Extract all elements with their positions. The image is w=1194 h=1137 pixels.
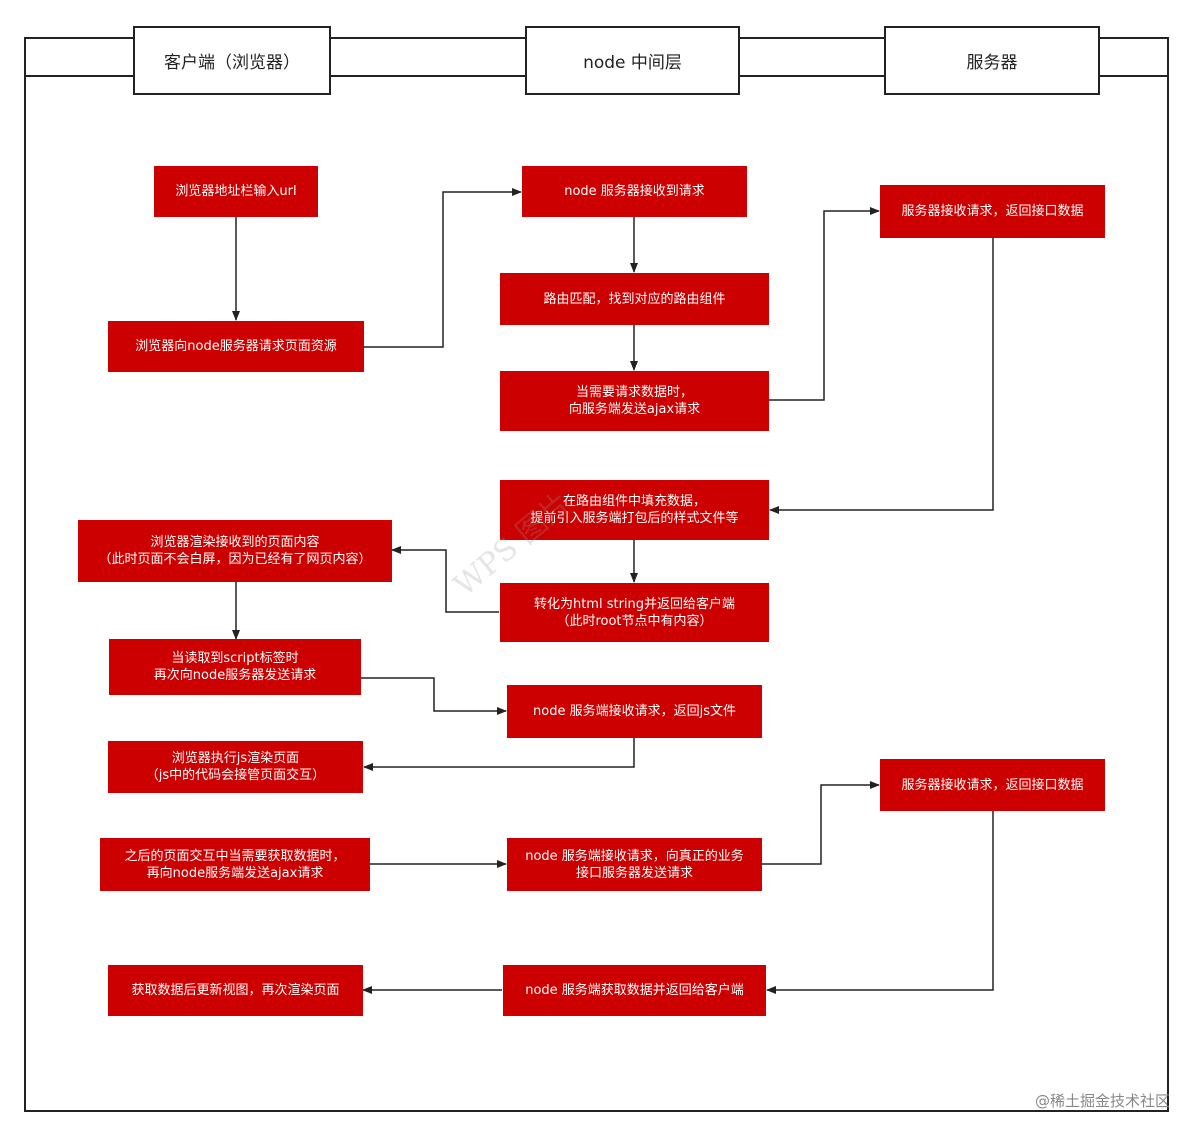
- node-return-data-to-client: node 服务端获取数据并返回给客户端: [503, 965, 766, 1016]
- node-fill-route-data: 在路由组件中填充数据， 提前引入服务端打包后的样式文件等: [500, 480, 769, 540]
- credit-text: @稀土掘金技术社区: [1034, 1092, 1170, 1110]
- lane-header-client: 客户端（浏览器）: [133, 26, 331, 95]
- node-route-match: 路由匹配，找到对应的路由组件: [500, 273, 769, 325]
- node-api-server-respond-2: 服务器接收请求，返回接口数据: [880, 759, 1105, 811]
- node-browser-request-page: 浏览器向node服务器请求页面资源: [108, 321, 364, 372]
- node-html-string-return: 转化为html string并返回给客户端 （此时root节点中有内容）: [500, 583, 769, 642]
- lane-header-server: 服务器: [884, 26, 1100, 95]
- node-api-server-respond-1: 服务器接收请求，返回接口数据: [880, 185, 1105, 238]
- node-script-tag-request: 当读取到script标签时 再次向node服务器发送请求: [109, 639, 361, 695]
- node-update-view: 获取数据后更新视图，再次渲染页面: [108, 965, 363, 1016]
- node-execute-js: 浏览器执行js渲染页面 （js中的代码会接管页面交互）: [108, 741, 363, 793]
- node-interaction-ajax: 之后的页面交互中当需要获取数据时， 再向node服务端发送ajax请求: [100, 838, 370, 891]
- node-browser-input-url: 浏览器地址栏输入url: [154, 166, 318, 217]
- node-browser-render-content: 浏览器渲染接收到的页面内容 （此时页面不会白屏，因为已经有了网页内容）: [78, 520, 392, 582]
- node-send-ajax: 当需要请求数据时， 向服务端发送ajax请求: [500, 371, 769, 431]
- node-return-js-file: node 服务端接收请求，返回js文件: [507, 685, 762, 738]
- node-server-receive-request: node 服务器接收到请求: [522, 166, 747, 217]
- node-forward-business-request: node 服务端接收请求，向真正的业务 接口服务器发送请求: [507, 838, 762, 891]
- lane-header-node: node 中间层: [525, 26, 740, 95]
